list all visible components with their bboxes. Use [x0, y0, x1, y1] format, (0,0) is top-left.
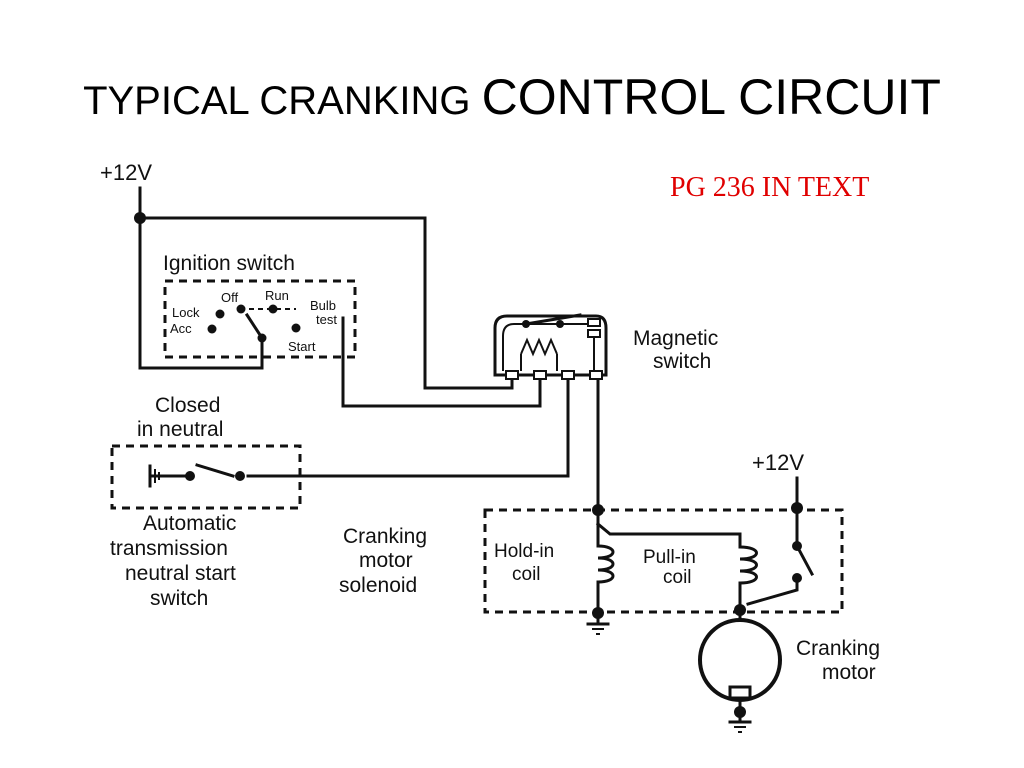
- supply-left-label: +12V: [100, 160, 152, 185]
- neutral-start-switch: Closed in neutral Automatic transmission…: [110, 394, 302, 610]
- ignition-test-label: test: [316, 312, 337, 327]
- pull-in-label-2: coil: [663, 567, 692, 588]
- magnetic-switch-label-1: Magnetic: [633, 327, 718, 350]
- magnetic-switch-label-2: switch: [653, 350, 711, 373]
- ignition-run-label: Run: [265, 288, 289, 303]
- cranking-motor-label-2: motor: [822, 661, 876, 684]
- contact-lock: [215, 309, 225, 319]
- neutral-caption-4: switch: [150, 587, 208, 610]
- hold-in-label-1: Hold-in: [494, 541, 554, 562]
- hold-in-coil: [596, 544, 615, 584]
- neutral-switch-box: [110, 444, 302, 510]
- pull-in-coil: [738, 545, 758, 585]
- neutral-top-label-1: Closed: [155, 394, 220, 417]
- neutral-caption-2: transmission: [110, 537, 228, 560]
- cranking-motor-solenoid: Cranking motor solenoid Hold-in coil Pul…: [339, 450, 844, 635]
- contact-run: [268, 304, 278, 314]
- supply-right-label: +12V: [752, 450, 804, 475]
- main-wiring: +12V: [100, 160, 600, 512]
- neutral-top-label-2: in neutral: [137, 418, 223, 441]
- neutral-switch-blade: [195, 463, 235, 478]
- ignition-switch-box: [163, 279, 357, 359]
- hold-in-label-2: coil: [512, 564, 541, 585]
- contact-acc: [207, 324, 217, 334]
- title-part-small: TYPICAL CRANKING: [83, 79, 482, 123]
- magnetic-switch: Magnetic switch: [493, 313, 718, 380]
- page-reference: PG 236 IN TEXT: [670, 172, 870, 203]
- pull-in-label-1: Pull-in: [643, 547, 696, 568]
- ignition-lock-label: Lock: [172, 305, 200, 320]
- cranking-motor: Cranking motor: [698, 608, 880, 733]
- ignition-switch-blade: [244, 312, 265, 341]
- cranking-motor-label-1: Cranking: [796, 637, 880, 660]
- ignition-switch-title: Ignition switch: [163, 252, 295, 275]
- ignition-acc-label: Acc: [170, 321, 192, 336]
- contact-bulb-test: [291, 323, 301, 333]
- neutral-caption-3: neutral start: [125, 562, 236, 585]
- solenoid-main-contact: [794, 543, 815, 577]
- title-part-large: CONTROL CIRCUIT: [481, 69, 941, 125]
- solenoid-box: [483, 508, 844, 614]
- contact-off: [236, 304, 246, 314]
- slide-title: TYPICAL CRANKING CONTROL CIRCUIT: [0, 68, 1024, 126]
- solenoid-label-2: motor: [359, 549, 413, 572]
- neutral-caption-1: Automatic: [143, 512, 236, 535]
- ignition-off-label: Off: [221, 290, 238, 305]
- ignition-switch: Ignition switch Off Run Bulb test Lock A…: [163, 252, 357, 359]
- ignition-bulb-label: Bulb: [310, 298, 336, 313]
- solenoid-label-3: solenoid: [339, 574, 417, 597]
- ignition-start-label: Start: [288, 339, 316, 354]
- solenoid-label-1: Cranking: [343, 525, 427, 548]
